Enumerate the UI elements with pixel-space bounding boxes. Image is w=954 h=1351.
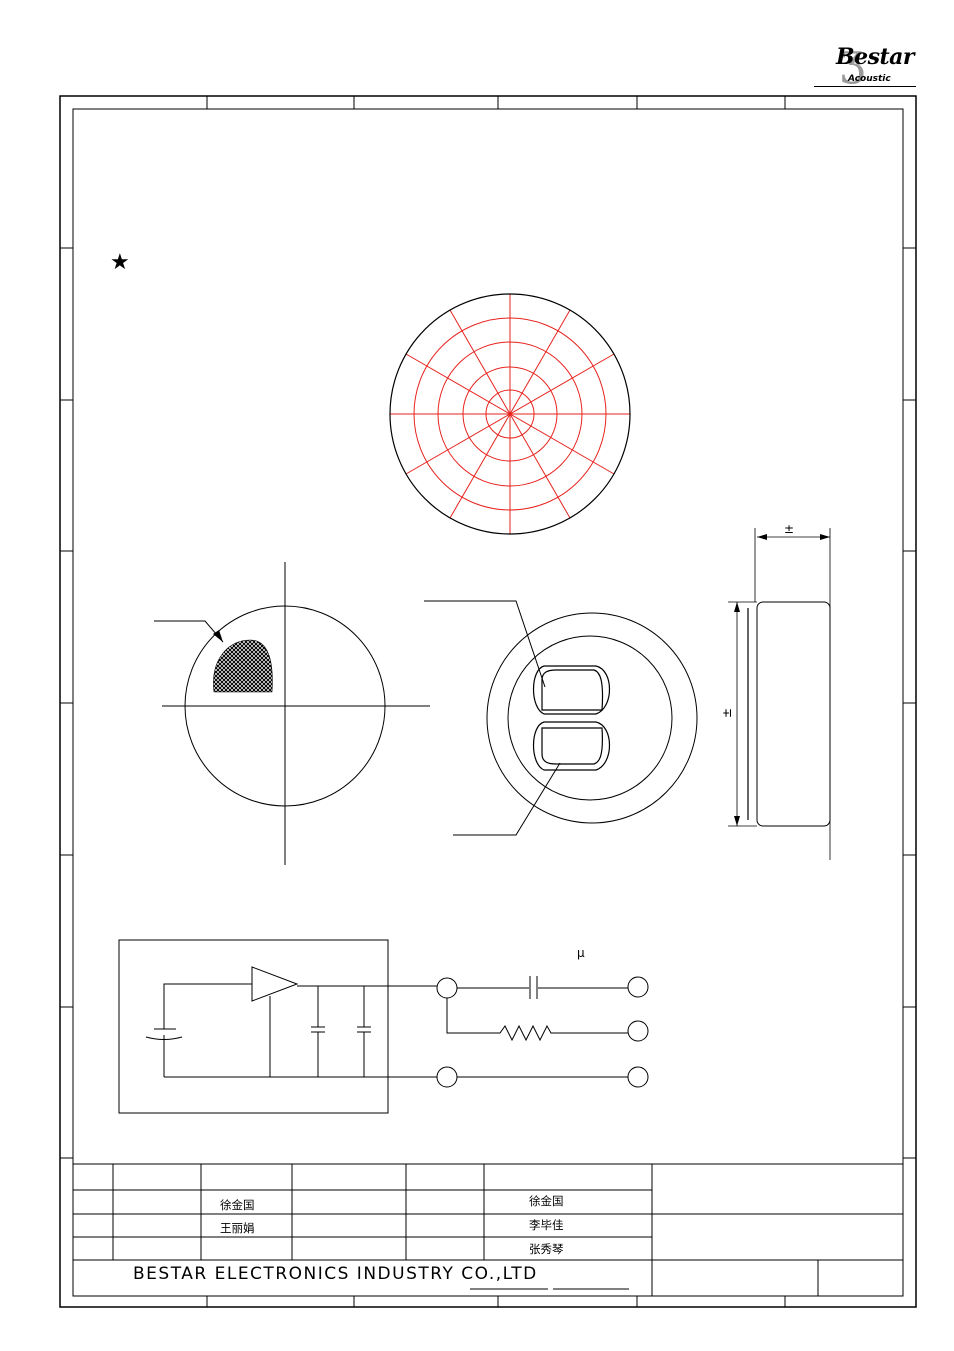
- wire-capsule-top: [163, 983, 252, 1029]
- terminal-circle-left-1: [436, 977, 458, 999]
- terminal-top-outer: [533, 665, 610, 715]
- amplifier-symbol: [251, 966, 299, 1002]
- mesh-leader-line: [154, 620, 224, 643]
- front-view: [154, 562, 430, 865]
- load-resistor: [446, 998, 628, 1042]
- polar-pattern-diagram: [389, 293, 631, 535]
- terminal-circle-left-2: [436, 1066, 458, 1088]
- logo-sub: Acoustic: [848, 74, 891, 84]
- dim-width-arrow-right: [820, 534, 830, 540]
- terminal-leader-bottom: [453, 762, 561, 836]
- bestar-logo: ʒ Bestar Acoustic: [810, 38, 920, 92]
- logo-swirl-icon: ʒ: [840, 34, 865, 85]
- capsule-plate-2: [145, 1036, 183, 1040]
- terminal-circle-right-2: [627, 1020, 649, 1042]
- terminal-bottom-outer: [533, 721, 610, 771]
- plus-minus-height: ±: [720, 707, 735, 719]
- dim-width-arrow-left: [757, 534, 767, 540]
- polar-grid: [390, 294, 630, 534]
- dim-height-arrow-top: [734, 602, 740, 612]
- terminal-circle-right-1: [627, 976, 649, 998]
- rear-view: [424, 600, 698, 836]
- rear-outer-circle: [486, 612, 698, 824]
- logo-underline: [814, 86, 916, 87]
- dim-height-arrow-bottom: [734, 816, 740, 826]
- name-right-2: 李毕佳: [529, 1218, 564, 1232]
- side-view: [728, 528, 831, 860]
- polar-outer-circle: [389, 293, 631, 535]
- circuit-box: [118, 939, 389, 1114]
- name-left-2: 王丽娟: [220, 1221, 255, 1235]
- company-name: BESTAR ELECTRONICS INDUSTRY CO.,LTD: [133, 1264, 538, 1284]
- mesh-area: [213, 639, 273, 693]
- terminal-leader-top: [424, 600, 546, 688]
- zone-ticks: [60, 96, 916, 1307]
- terminal-top-inner: [541, 669, 604, 711]
- plus-minus-width: ±: [784, 522, 795, 536]
- star-icon: ★: [110, 250, 130, 275]
- circuit-diagram: [118, 939, 649, 1114]
- name-right-3: 张秀琴: [529, 1242, 564, 1256]
- terminal-bottom-inner: [541, 727, 603, 765]
- terminal-circle-right-3: [627, 1066, 649, 1088]
- title-block: [73, 1163, 903, 1296]
- name-left-1: 徐金国: [220, 1198, 255, 1212]
- logo-brand: Bestar: [836, 44, 915, 70]
- name-right-1: 徐金国: [529, 1194, 564, 1208]
- rear-inner-circle: [507, 635, 673, 801]
- side-body: [756, 601, 831, 827]
- mesh-leader-arrow: [213, 630, 223, 642]
- outer-border: [59, 95, 917, 1308]
- micro-symbol: μ: [577, 946, 585, 960]
